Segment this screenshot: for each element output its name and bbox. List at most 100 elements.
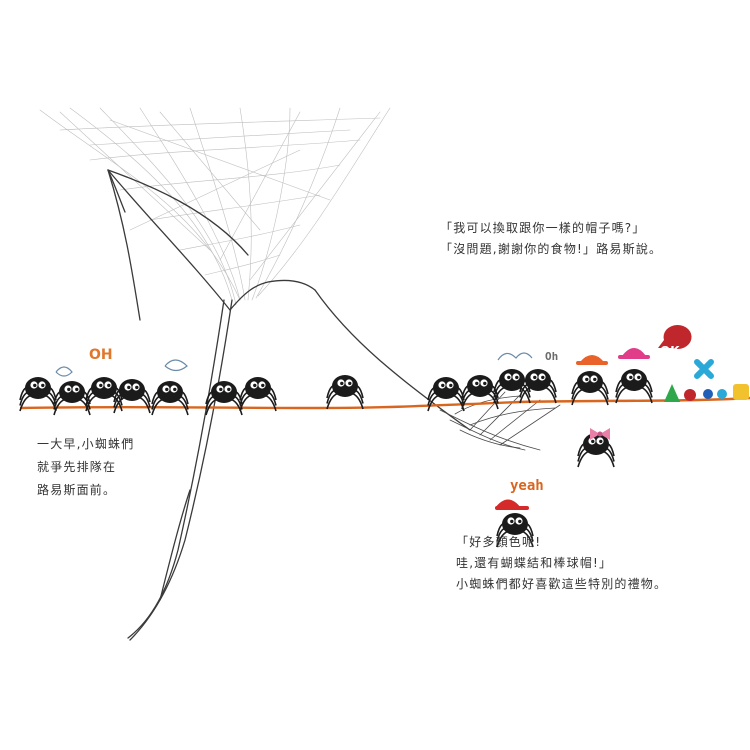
spider-icon: [85, 377, 123, 412]
web-lower-mesh: [439, 391, 561, 451]
spider-icon: [615, 369, 653, 404]
spider-pupil: [629, 375, 633, 380]
oh-right-text: Oh: [545, 350, 558, 363]
hat-pink-brim: [618, 355, 650, 359]
spider-body: [245, 377, 271, 399]
dialogue-bottom-right-line-2: 哇,還有蝴蝶結和棒球帽!」: [456, 556, 613, 570]
spider-pupil: [593, 377, 597, 382]
spider-pupil: [449, 383, 453, 388]
spider-pupil: [107, 383, 111, 388]
spider-pupil: [591, 439, 595, 444]
spider-legs: [326, 384, 364, 410]
ok-text: OK: [660, 344, 680, 358]
web-mesh: [39, 107, 391, 306]
spider-body: [433, 377, 459, 399]
spider-pupil: [33, 383, 37, 388]
spider-pupil: [515, 375, 519, 380]
spider-pupil: [483, 381, 487, 386]
green-shape: [664, 384, 680, 402]
spider-legs: [239, 386, 277, 412]
spider-pupil: [348, 381, 352, 386]
dialogue-top-right: 「我可以換取跟你一樣的帽子嗎?」 「沒問題,謝謝你的食物!」路易斯說。: [440, 218, 662, 260]
blue-dot-2: [717, 389, 727, 399]
spider-legs: [85, 386, 123, 412]
colorful-shapes: [664, 359, 749, 402]
spider-legs: [615, 378, 653, 404]
spider-pupil: [219, 387, 223, 392]
spider-pupil: [165, 387, 169, 392]
spider-body: [577, 371, 603, 393]
spider-body: [119, 379, 145, 401]
spider-pupil: [518, 519, 522, 524]
spider-icon: [151, 381, 189, 416]
spider-pupil: [227, 387, 231, 392]
spider-legs: [571, 380, 609, 406]
hat-pink: [622, 348, 646, 356]
spider-body: [91, 377, 117, 399]
spider-body: [25, 377, 51, 399]
spider-icon: [19, 377, 57, 412]
narration-left-line-3: 路易斯面前。: [37, 483, 117, 497]
dialogue-top-right-line-1: 「我可以換取跟你一樣的帽子嗎?」: [440, 221, 646, 235]
narration-left: 一大早,小蜘蛛們 就爭先排隊在 路易斯面前。: [37, 433, 134, 502]
ground-line: [19, 396, 750, 410]
spider-legs: [19, 386, 57, 412]
spider-icon: [519, 369, 557, 404]
spider-legs: [461, 384, 499, 410]
dialogue-bottom-right: 「好多顏色呢! 哇,還有蝴蝶結和棒球帽!」 小蜘蛛們都好喜歡這些特別的禮物。: [456, 532, 667, 595]
spider-pupil: [99, 383, 103, 388]
spider-icon: [571, 371, 609, 406]
spider-legs: [113, 388, 151, 414]
spider-pupil: [41, 383, 45, 388]
spider-body: [621, 369, 647, 391]
spider-pupil: [475, 381, 479, 386]
spider-icon: [239, 377, 277, 412]
spider-pupil: [67, 387, 71, 392]
red-dot: [684, 389, 696, 401]
spider-legs: [53, 390, 91, 416]
spider-pupil: [441, 383, 445, 388]
spider-legs: [519, 378, 557, 404]
spider-legs: [496, 522, 534, 548]
spiders: [19, 369, 653, 548]
spider-icon: [205, 381, 243, 416]
spider-legs: [205, 390, 243, 416]
spider-body: [332, 375, 358, 397]
spider-body: [525, 369, 551, 391]
blue-x-shape: [694, 359, 714, 379]
flower-hats: [55, 352, 533, 377]
spider-pupil: [173, 387, 177, 392]
blue-dot-1: [703, 389, 713, 399]
dialogue-top-right-line-2: 「沒問題,謝謝你的食物!」路易斯說。: [440, 242, 663, 256]
oh-left-text: OH: [89, 347, 113, 363]
spider-icon: [496, 513, 534, 548]
spider-icon: [427, 377, 465, 412]
spider-pupil: [510, 519, 514, 524]
spider-legs: [151, 390, 189, 416]
spider-body: [59, 381, 85, 403]
baseball-cap-icon: [495, 499, 529, 510]
spider-pupil: [585, 377, 589, 382]
spider-pupil: [541, 375, 545, 380]
spider-icon: [326, 375, 364, 410]
narration-left-line-1: 一大早,小蜘蛛們: [37, 437, 135, 451]
spider-legs: [577, 442, 615, 468]
spider-body: [157, 381, 183, 403]
spider-pupil: [507, 375, 511, 380]
spider-pupil: [75, 387, 79, 392]
spider-web: [39, 107, 561, 641]
web-strands: [107, 169, 471, 641]
hat-orange-brim: [576, 361, 608, 365]
yellow-shape: [733, 384, 749, 400]
spider-body: [211, 381, 237, 403]
ok-speech-bubble: OK: [658, 324, 692, 358]
spider-icon: [53, 381, 91, 416]
spider-body: [467, 375, 493, 397]
dialogue-bottom-right-line-1: 「好多顏色呢!: [456, 535, 542, 549]
dialogue-bottom-right-line-3: 小蜘蛛們都好喜歡這些特別的禮物。: [456, 577, 668, 591]
hat-orange: [580, 355, 604, 362]
hats-and-bows: [55, 348, 749, 510]
spider-pupil: [127, 385, 131, 390]
